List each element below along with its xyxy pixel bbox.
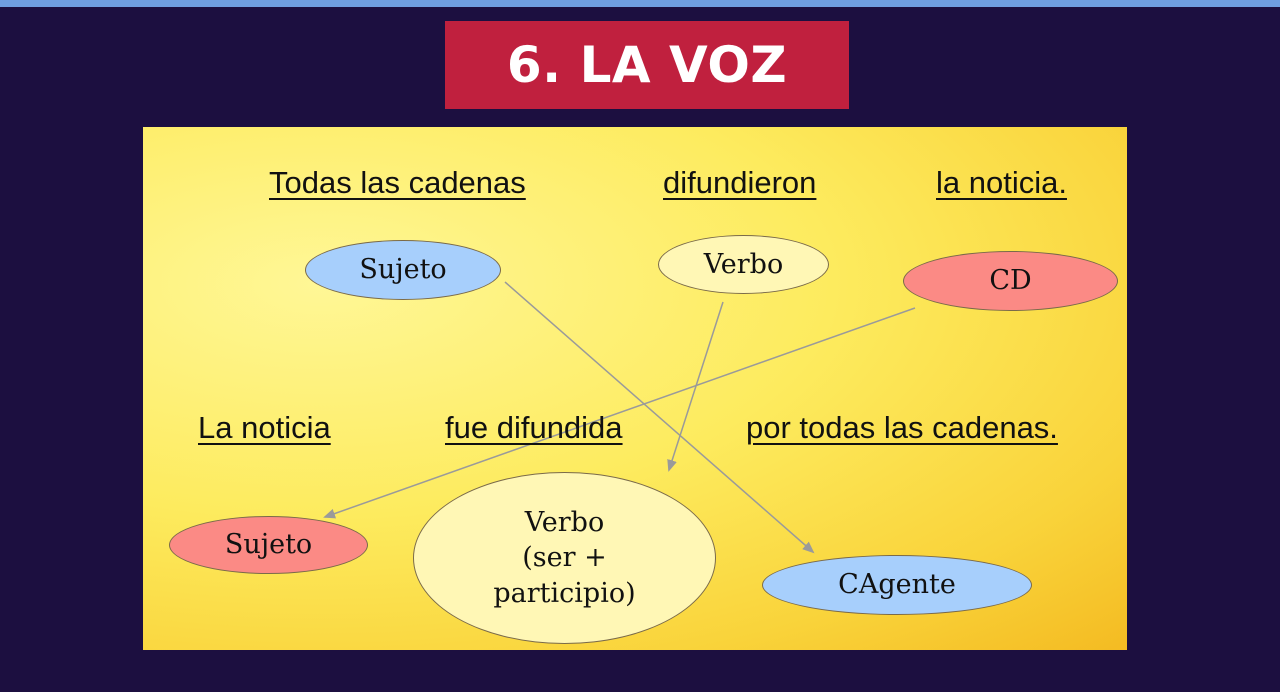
arrow-cd-to-sujeto-pasivo	[323, 307, 916, 519]
active-verb-phrase: difundieron	[663, 165, 817, 200]
verbo-active-oval: Verbo	[658, 235, 829, 294]
cd-label: CD	[989, 265, 1032, 297]
diagram-panel: Todas las cadenas difundieron la noticia…	[143, 127, 1127, 650]
sujeto-active-label: Sujeto	[359, 254, 447, 286]
sujeto-passive-label: Sujeto	[224, 529, 313, 561]
sujeto-active-oval: Sujeto	[305, 240, 501, 300]
verbo-passive-line-1: Verbo	[524, 507, 605, 539]
verbo-passive-line-2: (ser +	[522, 542, 607, 574]
title-banner: 6. LA VOZ	[445, 21, 849, 109]
arrow-sujeto-to-cagente	[504, 281, 815, 554]
top-accent-strip	[0, 0, 1280, 7]
verbo-passive-line-3: participio)	[493, 577, 636, 609]
cagente-oval: CAgente	[762, 555, 1032, 615]
passive-verb-phrase: fue difundida	[445, 410, 623, 445]
active-subject-phrase: Todas las cadenas	[269, 165, 526, 200]
passive-subject-phrase: La noticia	[198, 410, 331, 445]
cagente-label: CAgente	[838, 569, 956, 601]
sujeto-passive-oval: Sujeto	[169, 516, 368, 574]
cd-oval: CD	[903, 251, 1118, 311]
verbo-passive-oval: Verbo (ser + participio)	[413, 472, 716, 644]
passive-agent-phrase: por todas las cadenas.	[746, 410, 1058, 445]
arrow-layer	[323, 281, 916, 554]
verbo-active-label: Verbo	[703, 248, 784, 280]
slide-title: 6. LA VOZ	[506, 36, 788, 94]
active-object-phrase: la noticia.	[936, 165, 1067, 200]
